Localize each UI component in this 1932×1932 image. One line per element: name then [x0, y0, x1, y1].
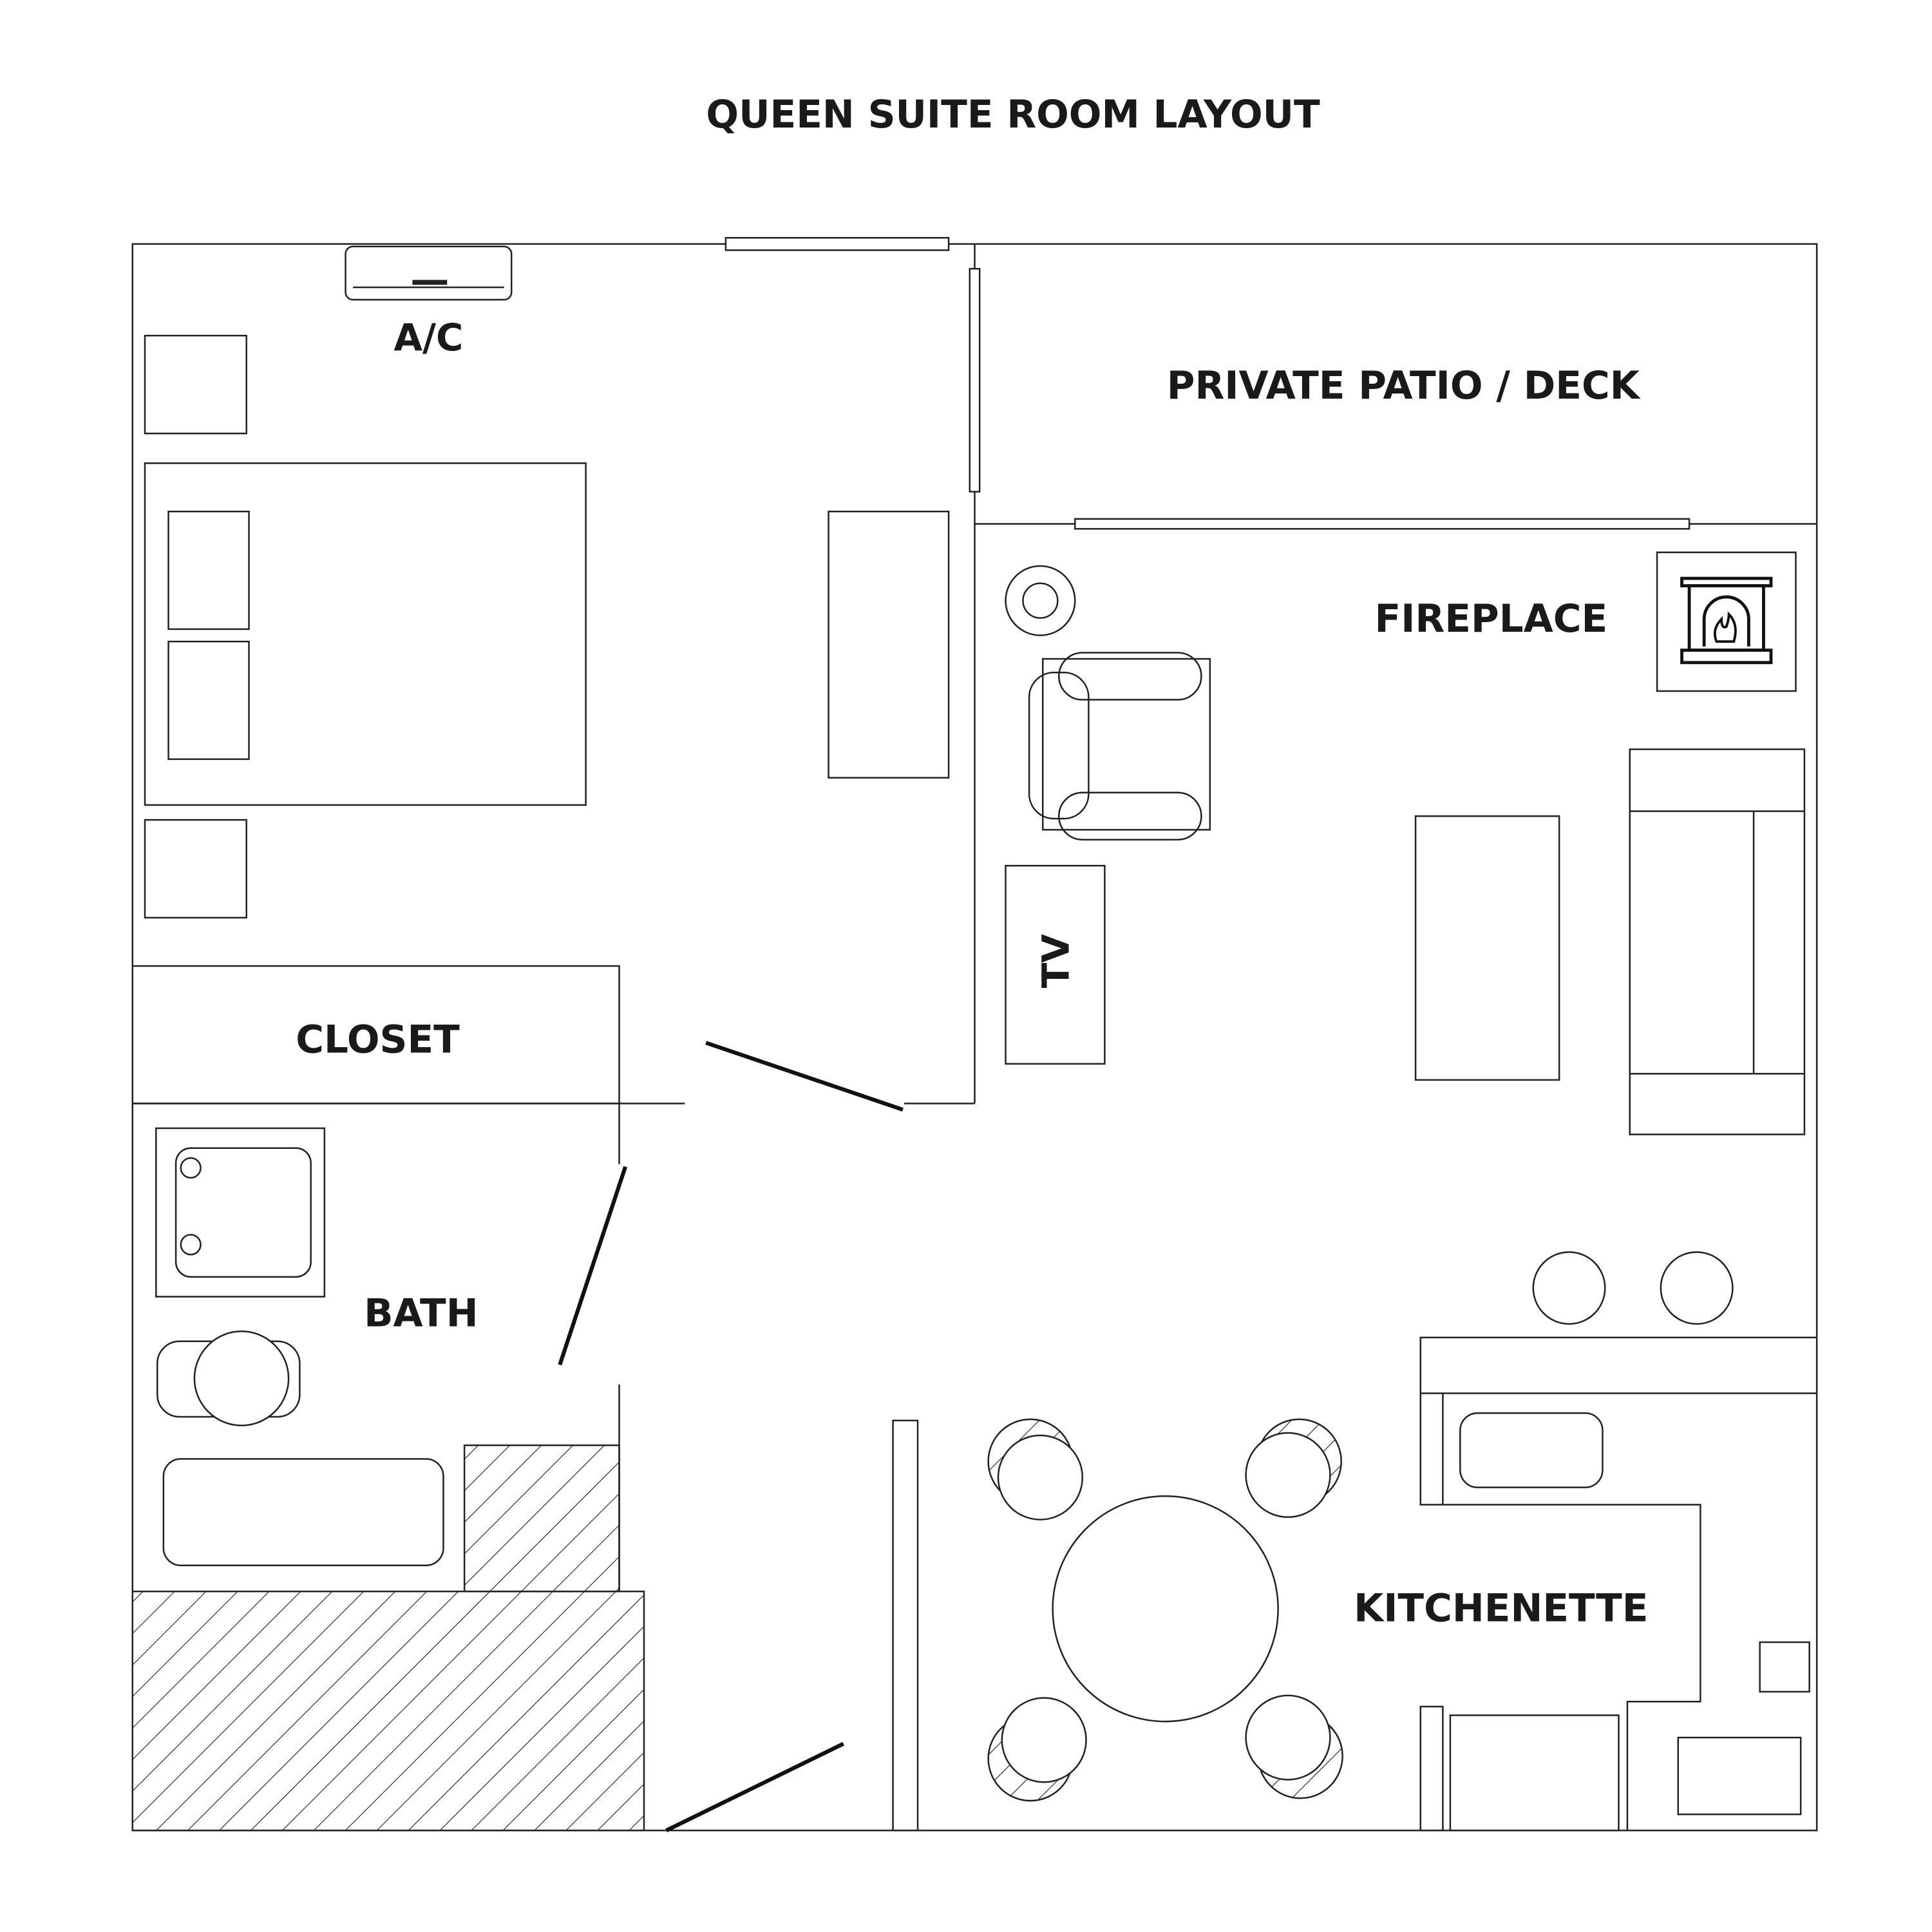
dining-chair	[1245, 1418, 1342, 1519]
bedroom-door	[705, 1041, 904, 1112]
page-title: QUEEN SUITE ROOM LAYOUT	[706, 93, 1320, 137]
fridge	[1449, 1714, 1620, 1832]
entry-door	[665, 1741, 844, 1833]
post	[1419, 1705, 1444, 1832]
bed	[144, 462, 587, 806]
side-table	[1005, 565, 1076, 636]
toilet	[156, 1331, 301, 1426]
sink	[1459, 1412, 1604, 1488]
bath-label: BATH	[364, 1292, 478, 1336]
sofa	[1629, 748, 1806, 1135]
window-top	[724, 236, 950, 251]
nightstand	[144, 819, 247, 919]
hatched-area	[463, 1444, 620, 1593]
dining-chair	[987, 1697, 1087, 1802]
partition-wall	[892, 1419, 919, 1832]
nightstand	[144, 334, 247, 435]
pillow	[167, 510, 250, 630]
bar-stool	[1532, 1251, 1606, 1325]
bathtub	[162, 1458, 444, 1567]
tv-label: TV	[1034, 934, 1078, 988]
appliance	[1759, 1641, 1810, 1693]
closet-label: CLOSET	[296, 1018, 460, 1063]
hatched-area	[131, 1590, 645, 1832]
kitchenette-label: KITCHENETTE	[1354, 1586, 1648, 1631]
fireplace-label: FIREPLACE	[1374, 597, 1607, 641]
armchair	[1028, 652, 1211, 841]
dresser	[828, 510, 950, 779]
dining-chair	[987, 1418, 1084, 1520]
bath-door	[558, 1166, 628, 1366]
coffee-table	[1414, 815, 1560, 1081]
tv-stand	[1005, 864, 1106, 1065]
kitchen-counter	[1419, 1336, 1817, 1831]
window-patio-side	[969, 268, 981, 493]
dining-chair	[1245, 1694, 1343, 1799]
shower	[155, 1127, 326, 1298]
patio-label: PRIVATE PATIO / DECK	[1167, 364, 1641, 408]
ac-label: A/C	[393, 316, 463, 359]
pillow	[167, 640, 250, 761]
bar-stool	[1660, 1251, 1734, 1325]
stove	[1677, 1736, 1802, 1815]
ac-unit-icon	[345, 245, 513, 301]
fireplace-icon	[1656, 551, 1797, 692]
sliding-door-patio	[1074, 518, 1690, 530]
dining-table	[1052, 1495, 1279, 1723]
